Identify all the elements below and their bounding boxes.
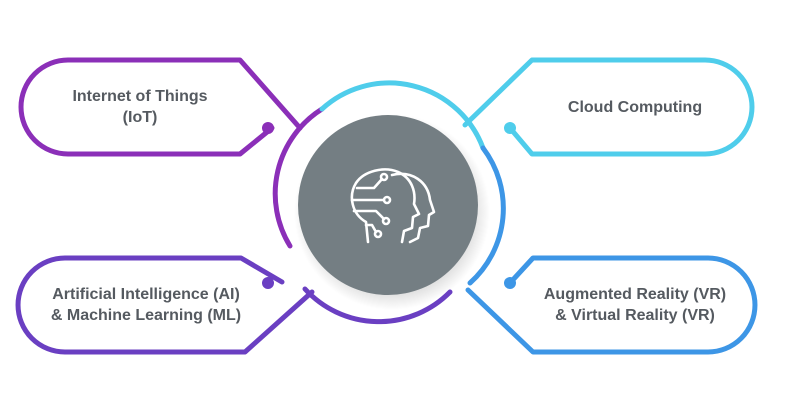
label-iot-line1: Internet of Things xyxy=(72,88,208,105)
ring-arc-bottom-right xyxy=(467,145,506,286)
box-arvr-outline xyxy=(465,255,758,355)
ring-arc-top-left xyxy=(272,106,325,249)
label-ar-vr-line2: & Virtual Reality (VR) xyxy=(555,307,715,324)
box-iot-dot xyxy=(262,122,274,134)
box-cloud-outline xyxy=(462,57,755,157)
label-ai-ml-line1: Artificial Intelligence (AI) xyxy=(52,286,240,303)
label-ai-ml: Artificial Intelligence (AI) & Machine L… xyxy=(26,264,266,346)
label-ar-vr-line1: Augmented Reality (VR) xyxy=(543,286,727,303)
label-cloud-line1: Cloud Computing xyxy=(567,98,703,116)
box-iot-outline xyxy=(18,57,303,157)
box-cloud-dot xyxy=(504,122,516,134)
center-circle xyxy=(298,115,478,295)
box-ai-outline xyxy=(15,255,315,355)
box-arvr-dot xyxy=(504,277,516,289)
ring-arc-bottom-left xyxy=(302,286,453,325)
label-iot-line2: (IoT) xyxy=(122,109,158,126)
label-cloud: Cloud Computing xyxy=(520,66,750,148)
label-iot: Internet of Things (IoT) xyxy=(30,66,250,148)
ai-heads-circuit-icon xyxy=(350,168,436,244)
label-ar-vr: Augmented Reality (VR) & Virtual Reality… xyxy=(515,264,755,346)
label-ai-ml-line2: & Machine Learning (ML) xyxy=(50,307,242,324)
ring-arc-top-right xyxy=(319,80,486,151)
box-ai-dot xyxy=(262,277,274,289)
